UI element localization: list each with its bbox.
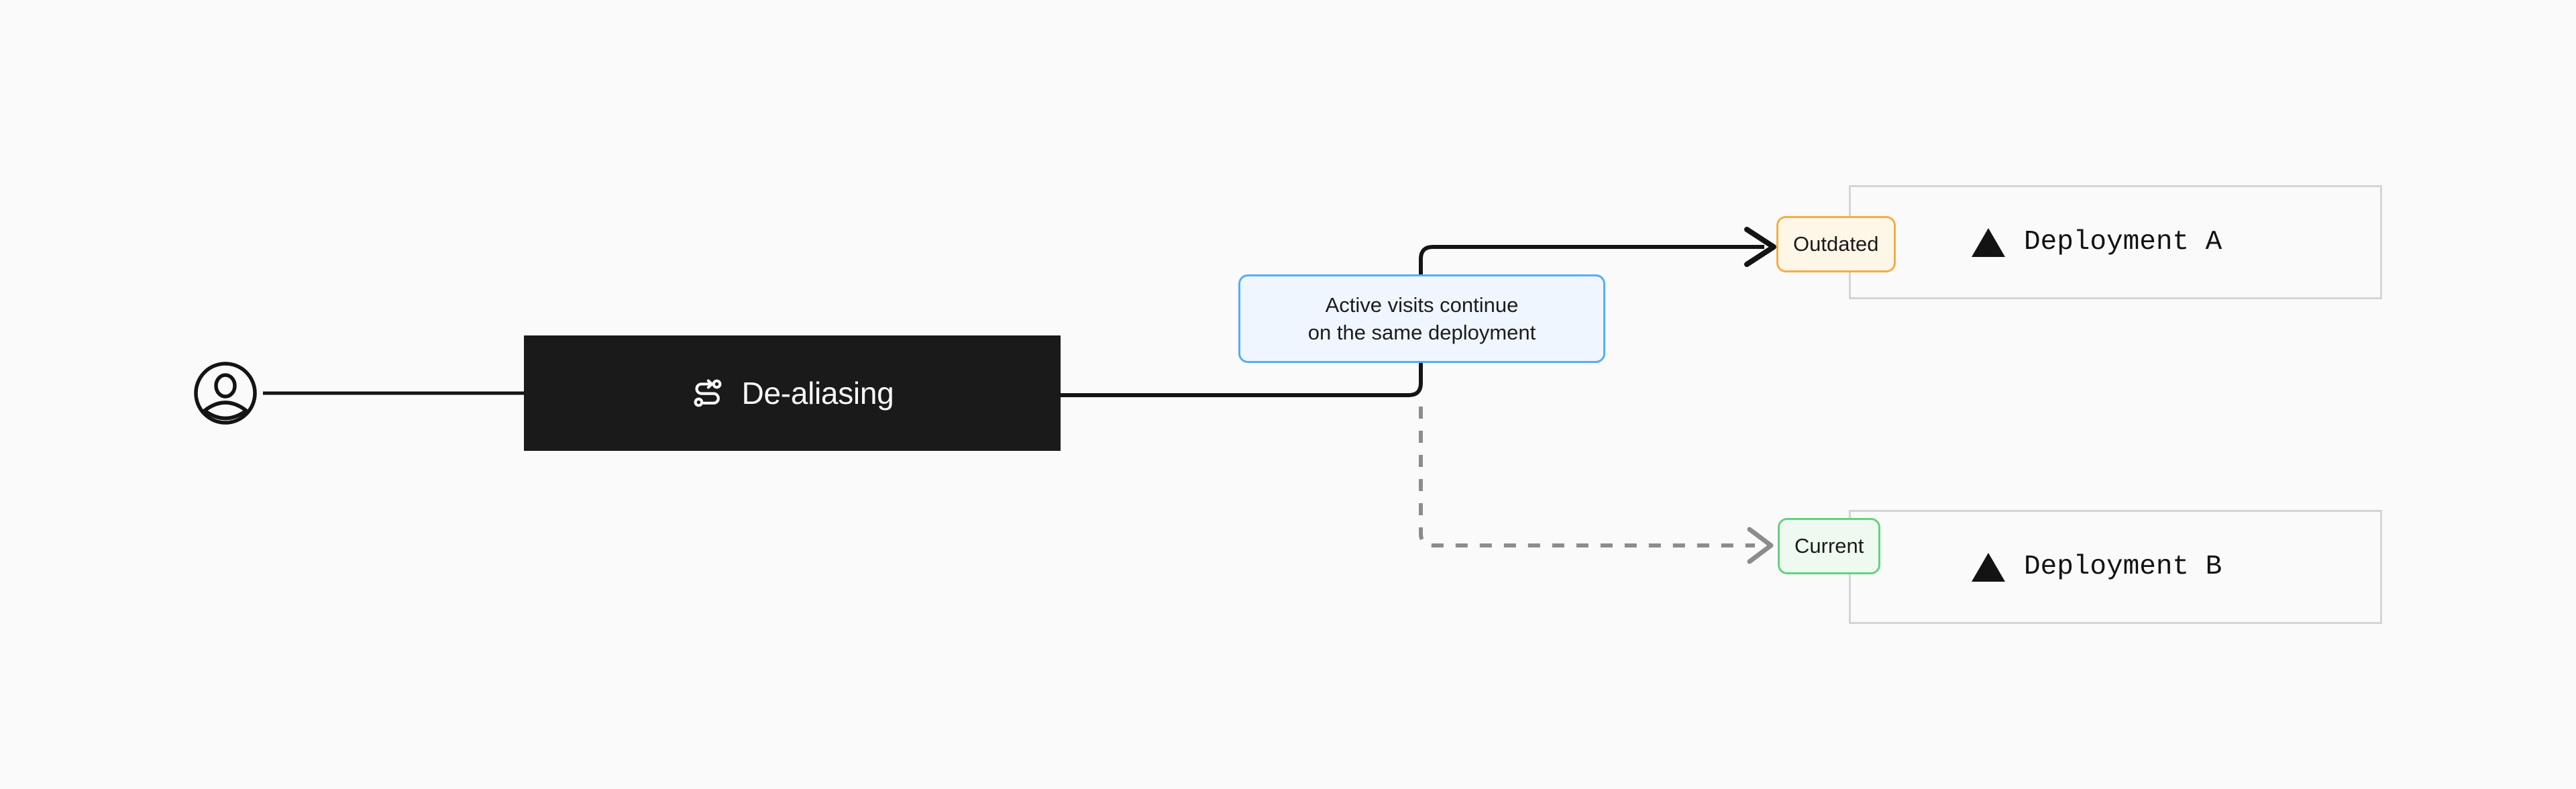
- deployment-card-b-content: Deployment B: [1972, 551, 2222, 582]
- callout-text: Active visits continue on the same deplo…: [1307, 293, 1536, 344]
- user-avatar-icon: [192, 360, 259, 427]
- status-badge-outdated[interactable]: Outdated: [1776, 216, 1896, 272]
- status-badge-outdated-label: Outdated: [1793, 232, 1879, 256]
- route-icon: [691, 376, 724, 410]
- deployment-a-name: Deployment A: [2024, 227, 2222, 258]
- connector-node-to-current: [1419, 407, 1755, 547]
- arrowhead-outdated: [1744, 227, 1776, 267]
- dealiasing-node-label: De-aliasing: [741, 376, 894, 411]
- deployment-card-a-content: Deployment A: [1972, 227, 2222, 258]
- vercel-triangle-icon: [1972, 552, 2005, 582]
- deployment-b-name: Deployment B: [2024, 551, 2222, 582]
- status-badge-current-label: Current: [1794, 534, 1864, 558]
- arrowhead-current: [1747, 527, 1774, 564]
- status-badge-current[interactable]: Current: [1778, 518, 1881, 574]
- dealiasing-node[interactable]: De-aliasing: [524, 335, 1061, 451]
- deployment-card-a[interactable]: Deployment A: [1849, 185, 2382, 299]
- active-visits-callout: Active visits continue on the same deplo…: [1238, 274, 1605, 363]
- vercel-triangle-icon: [1972, 227, 2005, 257]
- deployment-card-b[interactable]: Deployment B: [1849, 510, 2382, 624]
